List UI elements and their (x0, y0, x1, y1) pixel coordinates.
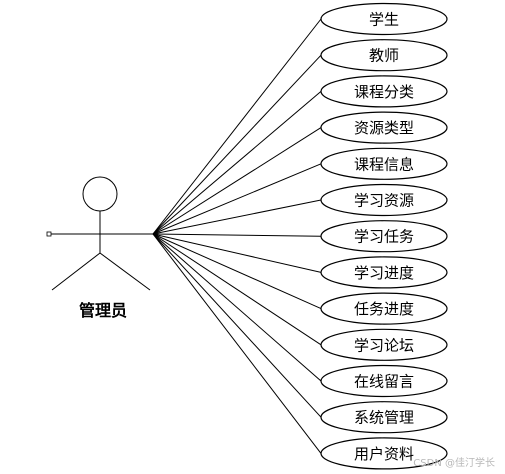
use-case: 资源类型 (320, 111, 448, 144)
use-case-ellipse (320, 292, 448, 325)
use-case: 系统管理 (320, 401, 448, 434)
use-case-ellipse (320, 328, 448, 361)
use-case-label: 资源类型 (354, 119, 414, 137)
use-case: 任务进度 (320, 292, 448, 325)
association-line (152, 199, 322, 235)
actor-arm-handle (46, 231, 52, 237)
use-case-ellipse (320, 401, 448, 434)
use-case: 课程分类 (320, 75, 448, 108)
use-case-label: 学习进度 (354, 264, 414, 282)
use-case-ellipse (320, 364, 448, 398)
use-case: 在线留言 (320, 364, 448, 398)
use-case: 用户资料 (320, 437, 448, 470)
use-case-label: 用户资料 (354, 445, 414, 463)
association-line (152, 18, 322, 235)
association-lines (152, 18, 322, 454)
association-line (152, 91, 322, 235)
use-case-label: 课程信息 (354, 155, 414, 173)
use-case-label: 课程分类 (354, 83, 414, 101)
association-line (152, 233, 322, 237)
use-case: 学习任务 (320, 220, 448, 253)
association-line (152, 233, 322, 382)
actor-right-leg (99, 252, 151, 291)
use-case-label: 学生 (369, 11, 399, 29)
watermark: CSDN @佳汀学长 (413, 458, 495, 469)
use-case-label: 系统管理 (354, 409, 414, 427)
association-line (152, 163, 322, 235)
use-case-label: 教师 (369, 47, 399, 65)
use-case-ellipse (320, 39, 448, 72)
actor-head (82, 176, 118, 212)
use-case: 学生 (320, 2, 448, 36)
association-line (152, 233, 322, 310)
association-line (152, 233, 322, 273)
use-case-label: 任务进度 (354, 300, 414, 318)
use-case-ellipse (320, 75, 448, 108)
use-case-ellipse (320, 437, 448, 470)
use-case-ellipse (320, 220, 448, 253)
use-case-ellipse (320, 2, 448, 36)
association-line (152, 233, 322, 418)
use-case-ellipse (320, 111, 448, 144)
use-case: 学习论坛 (320, 328, 448, 361)
actor: 管理员 (46, 176, 153, 320)
association-line (152, 54, 322, 235)
association-line (152, 233, 322, 346)
use-case-list: 学生教师课程分类资源类型课程信息学习资源学习任务学习进度任务进度学习论坛在线留言… (320, 2, 448, 470)
use-case-ellipse (320, 183, 448, 217)
use-case: 学习进度 (320, 256, 448, 289)
use-case: 学习资源 (320, 183, 448, 217)
use-case-label: 学习任务 (354, 228, 414, 246)
use-case: 课程信息 (320, 147, 448, 180)
use-case-label: 学习资源 (354, 192, 414, 210)
association-line (152, 233, 322, 454)
use-case-ellipse (320, 147, 448, 180)
use-case-label: 学习论坛 (354, 336, 414, 354)
use-case-label: 在线留言 (354, 373, 414, 391)
use-case: 教师 (320, 39, 448, 72)
use-case-ellipse (320, 256, 448, 289)
association-line (152, 127, 322, 235)
actor-label: 管理员 (79, 301, 127, 320)
actor-left-leg (51, 252, 101, 291)
